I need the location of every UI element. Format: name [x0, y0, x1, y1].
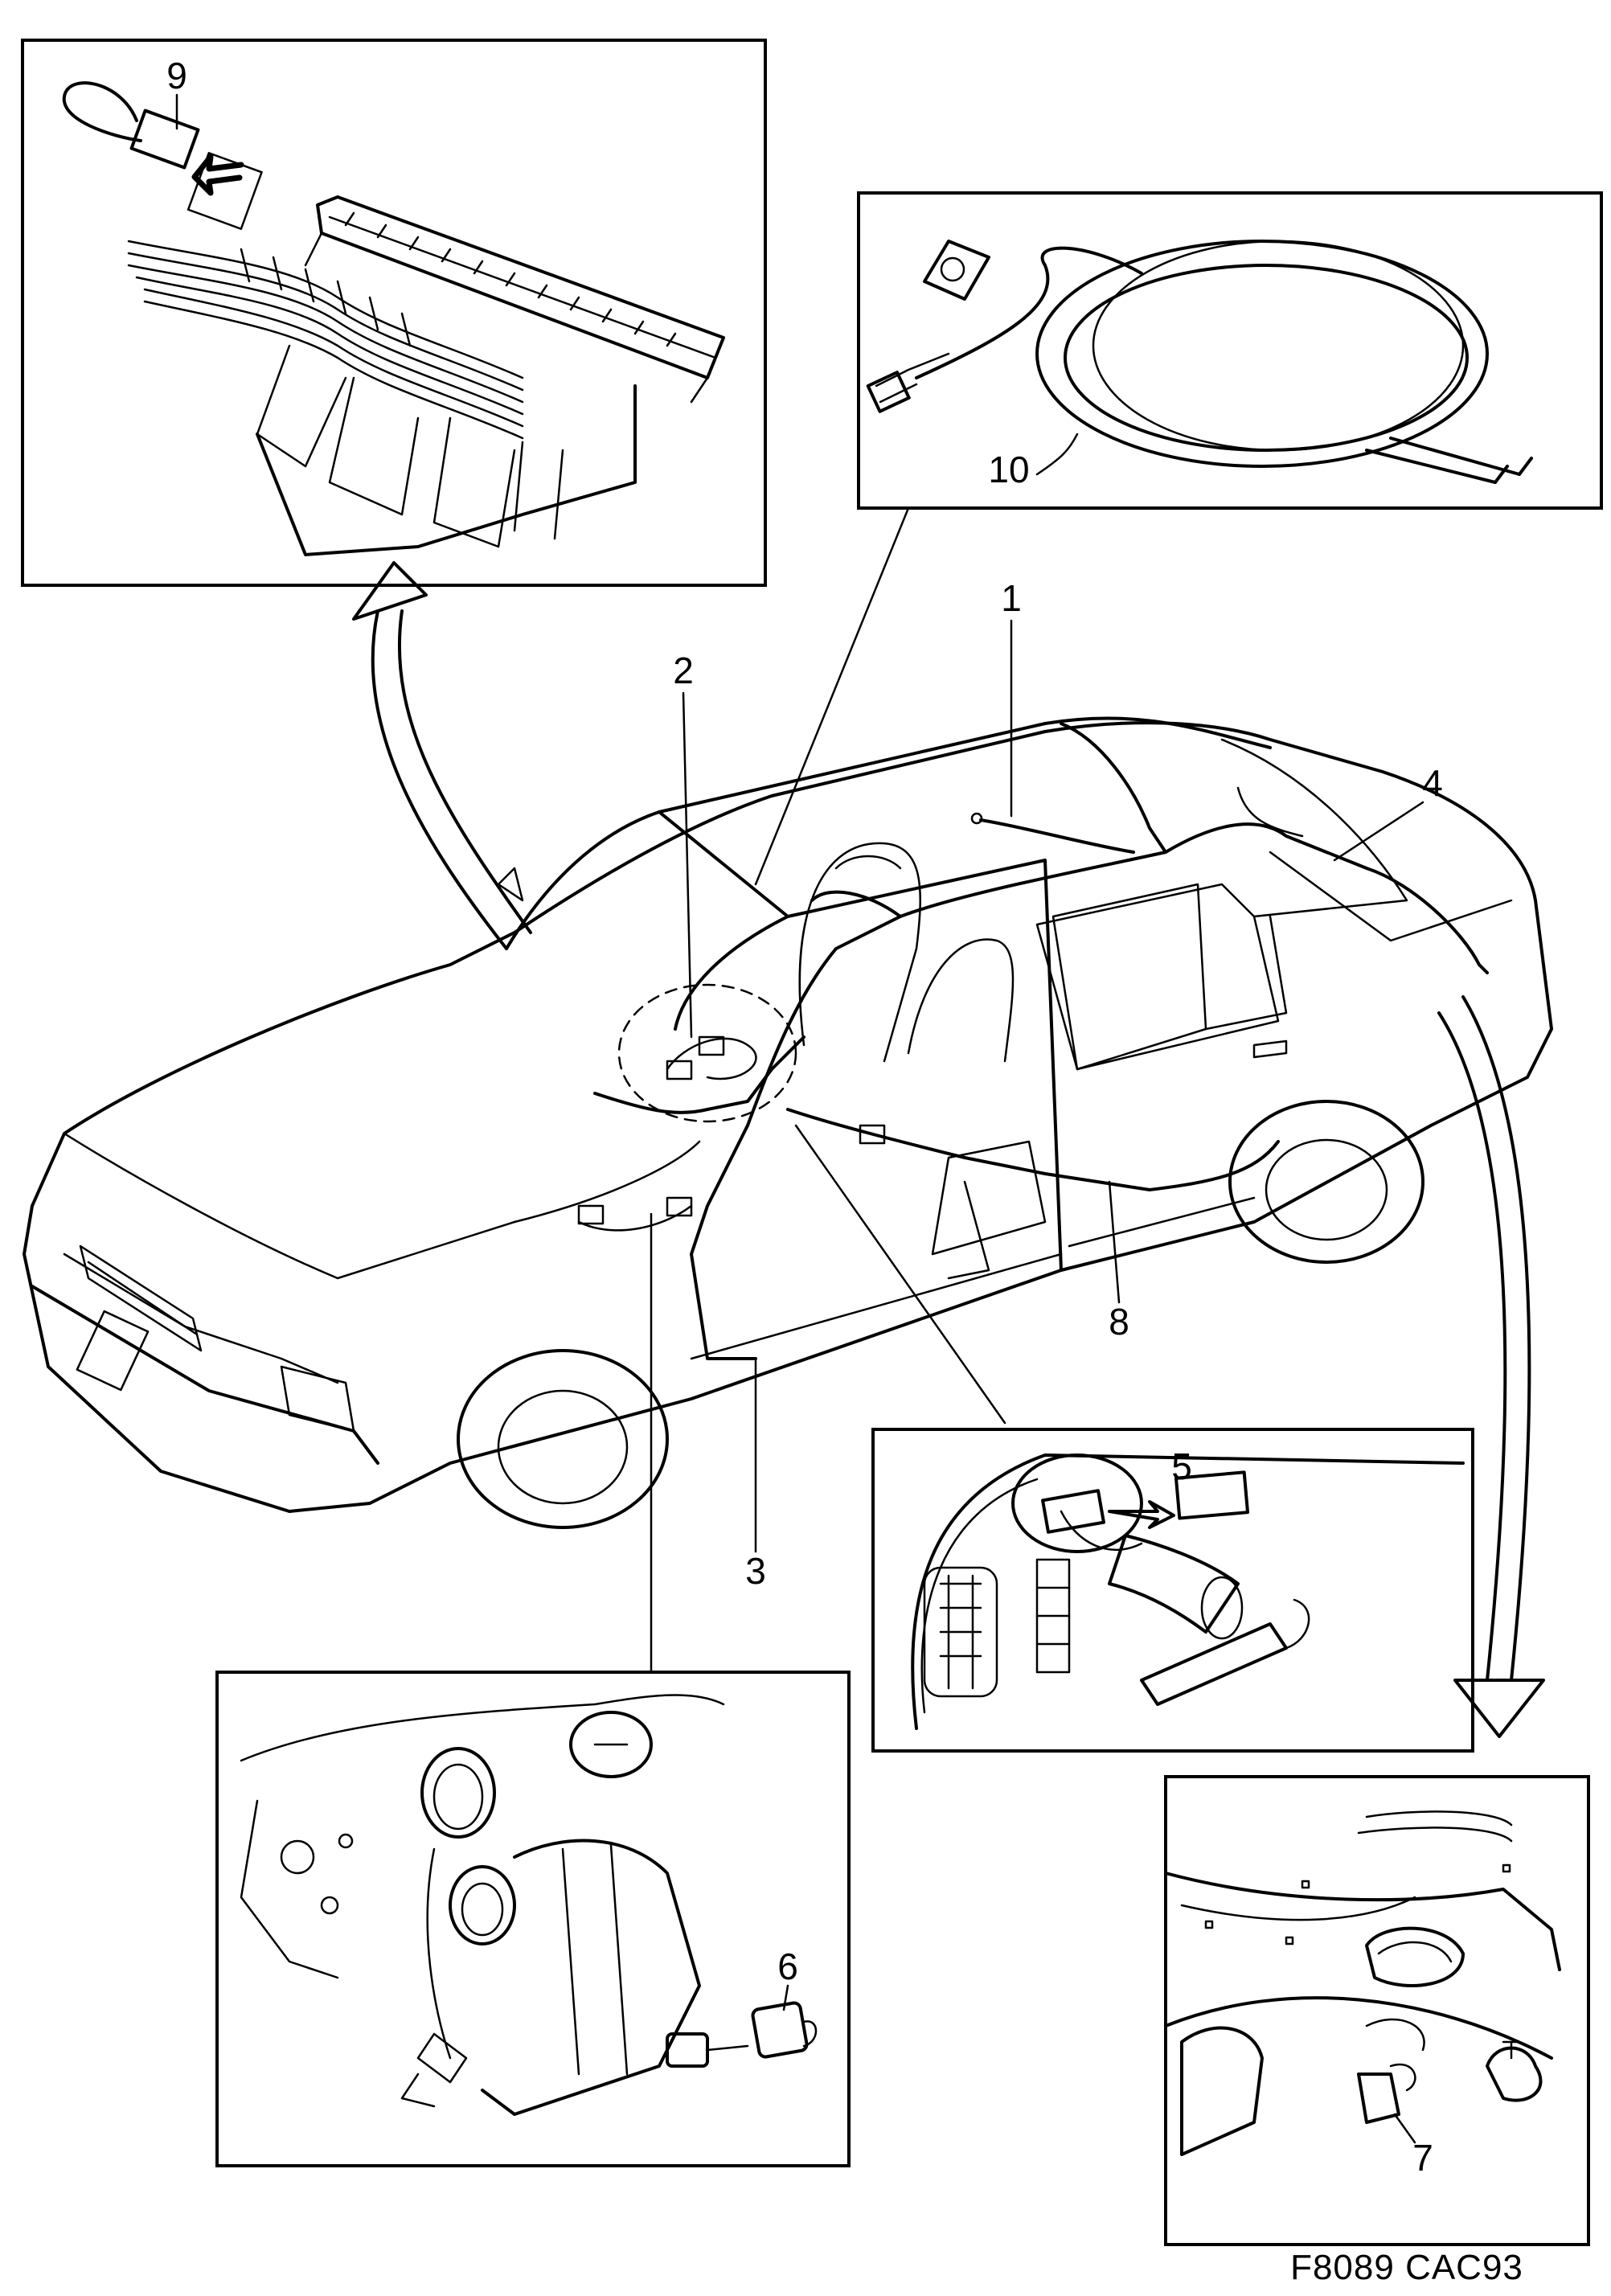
inset-cable: 10	[857, 191, 1603, 510]
arrow-to-top-left-inset	[352, 561, 532, 950]
callout-7: 7	[1412, 2137, 1433, 2179]
car-icon	[23, 716, 1553, 1529]
callout-3: 3	[745, 1550, 766, 1592]
trunk-lid-icon	[1164, 1810, 1561, 2156]
callout-5: 5	[1171, 1445, 1192, 1487]
callout-8: 8	[1109, 1301, 1129, 1343]
inset-heater: 6	[215, 1671, 851, 2167]
leader-lines	[650, 506, 1006, 1674]
callout-2: 2	[673, 650, 694, 691]
inset-fuse-box: 9	[21, 39, 767, 587]
coiled-cable-icon	[866, 240, 1533, 484]
inset-frame-bottom-right	[1164, 1775, 1590, 2246]
callout-6: 6	[777, 1945, 798, 1987]
callout-1: 1	[1001, 577, 1022, 619]
leader-4	[1333, 801, 1424, 862]
figure-code: F8089 CAC93	[1290, 2248, 1523, 2287]
arrow-to-bottom-right-inset	[1437, 995, 1545, 1738]
leader-7	[1393, 2113, 1416, 2144]
leader-8	[1108, 1180, 1121, 1304]
heater-unit-icon	[240, 1694, 725, 2116]
connector-plug-icon	[911, 1453, 1465, 1730]
inset-trunk: 7	[1164, 1775, 1590, 2246]
leader-2	[682, 691, 693, 1039]
inset-frame-top-left	[21, 39, 767, 587]
callout-4: 4	[1422, 762, 1443, 804]
inset-connector: 5	[871, 1428, 1474, 1753]
wiring-harness-icon	[577, 722, 1489, 1360]
inset-frame-middle-right	[871, 1428, 1474, 1753]
inset-frame-top-right	[857, 191, 1603, 510]
connector-icon	[666, 2001, 818, 2068]
fuse-box-icon	[304, 195, 725, 404]
seat-icon	[798, 842, 1047, 1256]
inset-frame-bottom-left	[215, 1671, 851, 2167]
connector-loop-icon	[62, 81, 263, 230]
callout-9: 9	[166, 55, 187, 96]
leader-6b	[782, 1984, 789, 2011]
wiring-harness-icon	[127, 240, 637, 556]
callout-10: 10	[988, 449, 1029, 490]
connector-icon	[1357, 2018, 1425, 2124]
leader-10	[754, 506, 910, 886]
leader-5	[794, 1124, 1006, 1425]
